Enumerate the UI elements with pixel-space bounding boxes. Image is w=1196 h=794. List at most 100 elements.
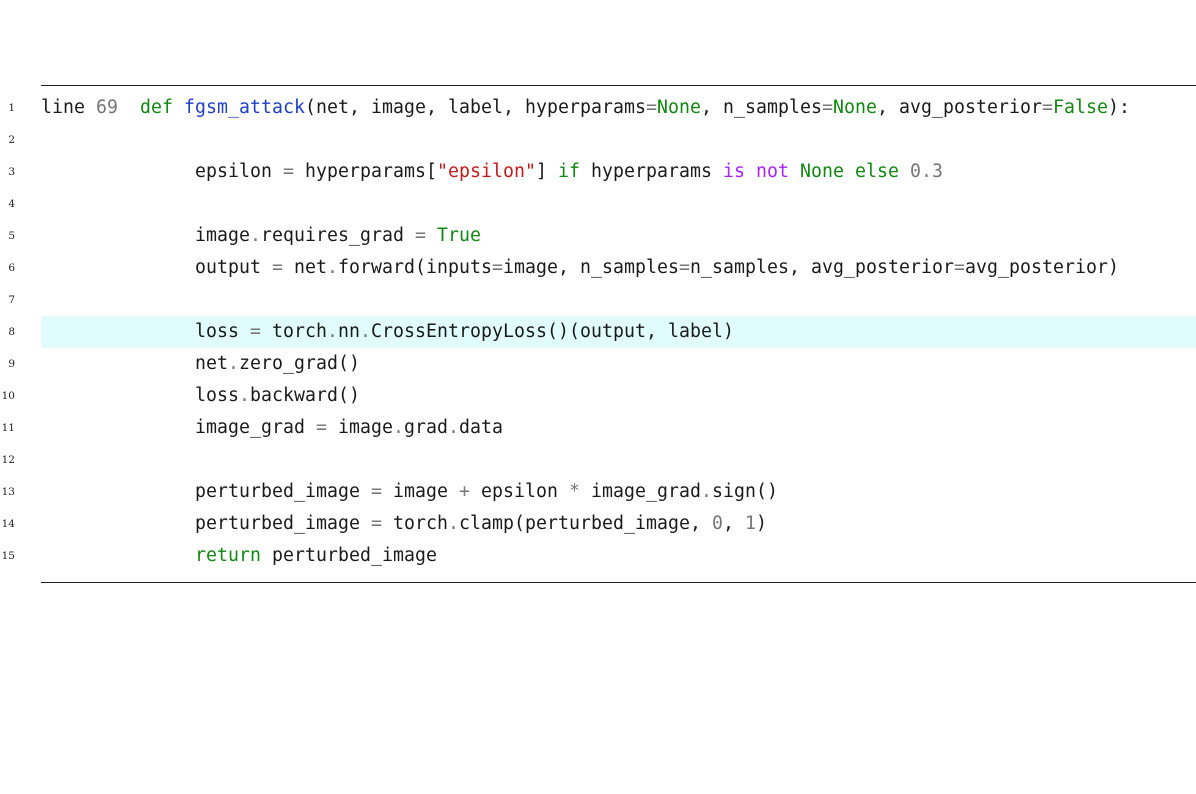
- code-token: =: [954, 257, 965, 278]
- code-line: 12: [0, 444, 1196, 476]
- code-token: torch: [261, 321, 327, 342]
- code-token: forward(inputs: [338, 257, 492, 278]
- code-token: ,: [723, 513, 745, 534]
- bottom-rule: [41, 582, 1196, 583]
- line-number: 5: [8, 230, 15, 242]
- code-token: hyperparams[: [294, 161, 437, 182]
- code-token: =: [272, 257, 283, 278]
- code-token: =: [679, 257, 690, 278]
- code-token: requires_grad: [261, 225, 415, 246]
- code-token: (net, image, label, hyperparams: [305, 97, 646, 118]
- code-token: clamp(perturbed_image,: [459, 513, 712, 534]
- code-token: .: [239, 385, 250, 406]
- line-number: 12: [1, 454, 15, 466]
- code-token: , n_samples: [701, 97, 822, 118]
- code-token: .: [250, 225, 261, 246]
- code-token: image: [41, 225, 250, 246]
- code-token: *: [569, 481, 580, 502]
- code-token: [118, 97, 140, 118]
- line-number: 2: [8, 134, 15, 146]
- code-token: =: [415, 225, 426, 246]
- code-token: [789, 161, 800, 182]
- line-code: epsilon = hyperparams["epsilon"] if hype…: [41, 156, 943, 188]
- line-code: line 69 def fgsm_attack(net, image, labe…: [41, 92, 1130, 124]
- code-token: [844, 161, 855, 182]
- code-token: =: [371, 481, 382, 502]
- code-token: fgsm_attack: [184, 97, 305, 118]
- code-token: torch: [382, 513, 448, 534]
- code-token: epsilon: [470, 481, 569, 502]
- code-token: =: [822, 97, 833, 118]
- code-token: perturbed_image: [41, 481, 371, 502]
- code-token: image: [382, 481, 459, 502]
- line-code: perturbed_image = torch.clamp(perturbed_…: [41, 508, 767, 540]
- code-token: =: [250, 321, 261, 342]
- line-number: 4: [8, 198, 15, 210]
- line-code: loss = torch.nn.CrossEntropyLoss()(outpu…: [41, 316, 734, 348]
- code-token: grad: [404, 417, 448, 438]
- code-token: False: [1053, 97, 1108, 118]
- code-token: True: [437, 225, 481, 246]
- code-line: 5 image.requires_grad = True: [0, 220, 1196, 252]
- line-highlight: [41, 316, 1196, 348]
- code-token: .: [393, 417, 404, 438]
- code-line: 3 epsilon = hyperparams["epsilon"] if hy…: [0, 156, 1196, 188]
- code-line: 10 loss.backward(): [0, 380, 1196, 412]
- code-token: [899, 161, 910, 182]
- code-line: 13 perturbed_image = image + epsilon * i…: [0, 476, 1196, 508]
- code-token: image_grad: [41, 417, 316, 438]
- line-code: loss.backward(): [41, 380, 360, 412]
- code-token: data: [459, 417, 503, 438]
- code-token: hyperparams: [580, 161, 723, 182]
- code-token: =: [1042, 97, 1053, 118]
- code-token: =: [492, 257, 503, 278]
- top-rule: [41, 85, 1196, 86]
- line-number: 13: [1, 486, 15, 498]
- line-code: perturbed_image = image + epsilon * imag…: [41, 476, 778, 508]
- line-number: 14: [1, 518, 15, 530]
- code-token: .: [448, 417, 459, 438]
- line-number: 9: [8, 358, 15, 370]
- code-token: [173, 97, 184, 118]
- code-token: 0: [712, 513, 723, 534]
- code-token: loss: [41, 321, 250, 342]
- code-token: "epsilon": [437, 161, 536, 182]
- code-token: n_samples, avg_posterior: [690, 257, 954, 278]
- line-number: 11: [1, 422, 15, 434]
- code-line: 14 perturbed_image = torch.clamp(perturb…: [0, 508, 1196, 540]
- code-token: [41, 545, 195, 566]
- code-line: 4: [0, 188, 1196, 220]
- line-code: output = net.forward(inputs=image, n_sam…: [41, 252, 1119, 284]
- code-token: CrossEntropyLoss()(output, label): [371, 321, 734, 342]
- code-token: zero_grad(): [239, 353, 360, 374]
- code-token: nn: [338, 321, 360, 342]
- line-number: 6: [8, 262, 15, 274]
- code-token: if: [558, 161, 580, 182]
- code-token: .: [360, 321, 371, 342]
- line-number: 8: [8, 326, 15, 338]
- code-token: ):: [1108, 97, 1130, 118]
- code-token: 69: [96, 97, 118, 118]
- code-token: epsilon: [41, 161, 283, 182]
- code-token: None: [657, 97, 701, 118]
- code-token: net: [283, 257, 327, 278]
- code-token: ): [756, 513, 767, 534]
- code-token: image: [327, 417, 393, 438]
- code-token: =: [316, 417, 327, 438]
- line-code: return perturbed_image: [41, 540, 437, 572]
- code-token: .: [228, 353, 239, 374]
- code-line: 9 net.zero_grad(): [0, 348, 1196, 380]
- code-token: avg_posterior): [965, 257, 1119, 278]
- code-token: return: [195, 545, 261, 566]
- line-code: image.requires_grad = True: [41, 220, 481, 252]
- code-token: [426, 225, 437, 246]
- line-number: 15: [1, 550, 15, 562]
- code-token: else: [855, 161, 899, 182]
- code-token: sign(): [712, 481, 778, 502]
- code-token: None: [833, 97, 877, 118]
- code-token: None: [800, 161, 844, 182]
- code-token: 0.3: [910, 161, 943, 182]
- code-token: +: [459, 481, 470, 502]
- code-line: 15 return perturbed_image: [0, 540, 1196, 572]
- code-token: net: [41, 353, 228, 374]
